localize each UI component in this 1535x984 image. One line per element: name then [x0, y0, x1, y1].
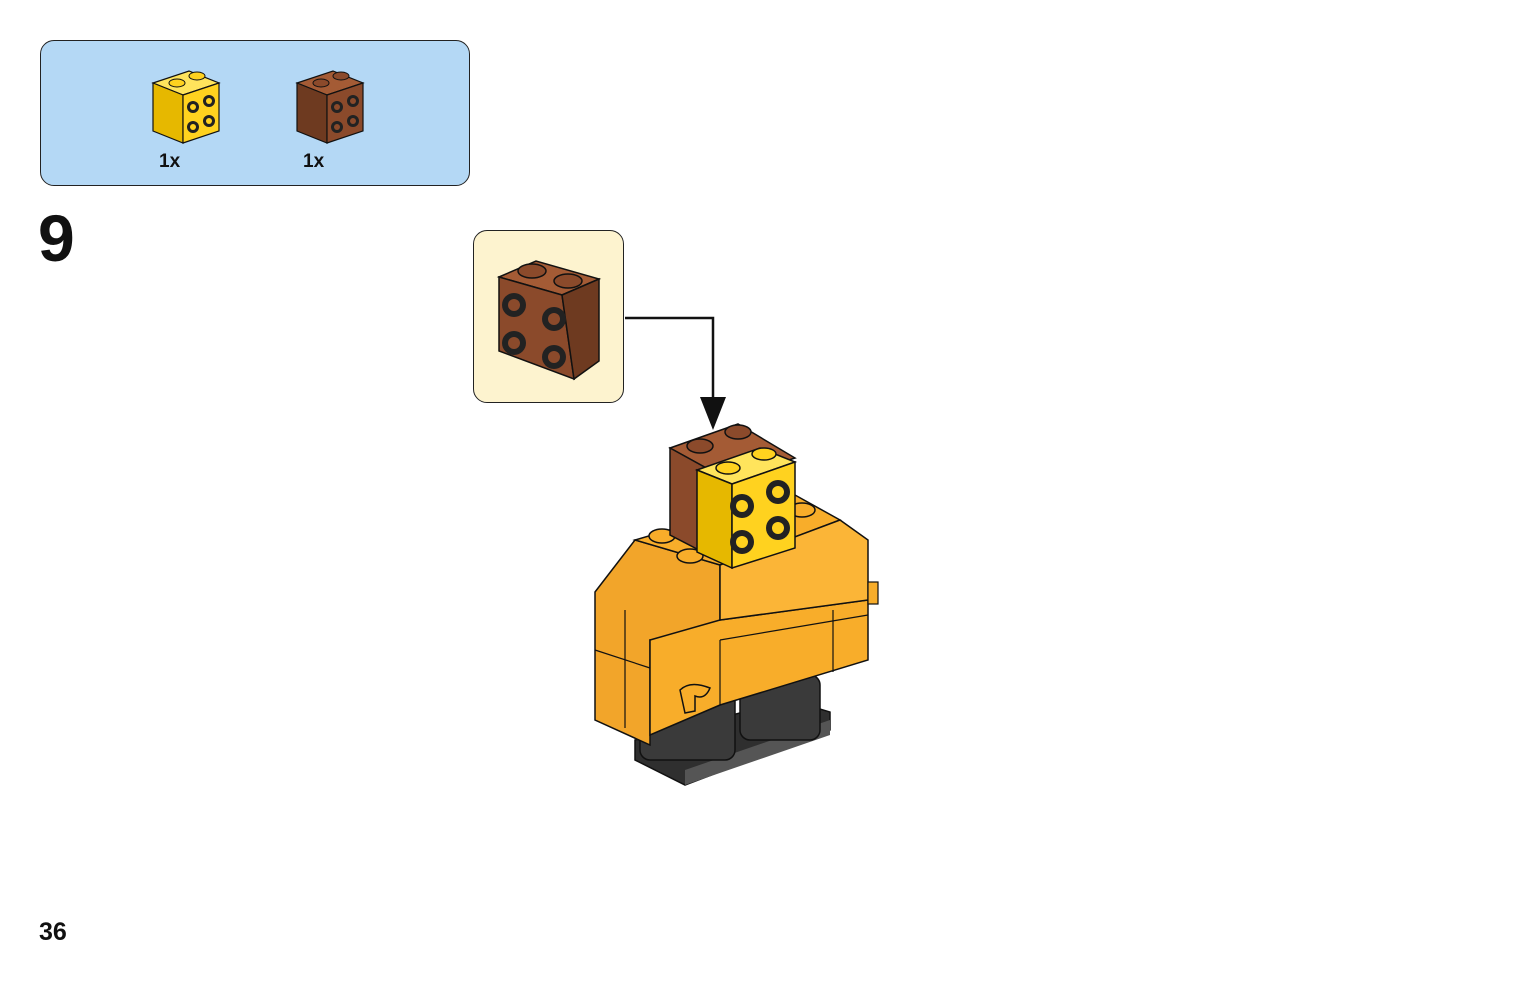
page-number: 36	[39, 918, 67, 946]
brown-brick-callout-icon	[496, 260, 602, 381]
part-quantity: 1x	[303, 151, 325, 172]
part-brown-brick: 1x	[293, 61, 373, 172]
sub-assembly-callout	[473, 230, 624, 403]
part-quantity: 1x	[159, 151, 181, 172]
step-number: 9	[38, 201, 75, 275]
model-figure	[594, 423, 879, 786]
brown-brick-icon	[295, 70, 365, 144]
parts-list-box: 1x 1x	[40, 40, 470, 186]
placement-arrow-icon	[625, 316, 726, 430]
yellow-brick-icon	[151, 70, 221, 144]
part-yellow-brick: 1x	[149, 61, 229, 172]
